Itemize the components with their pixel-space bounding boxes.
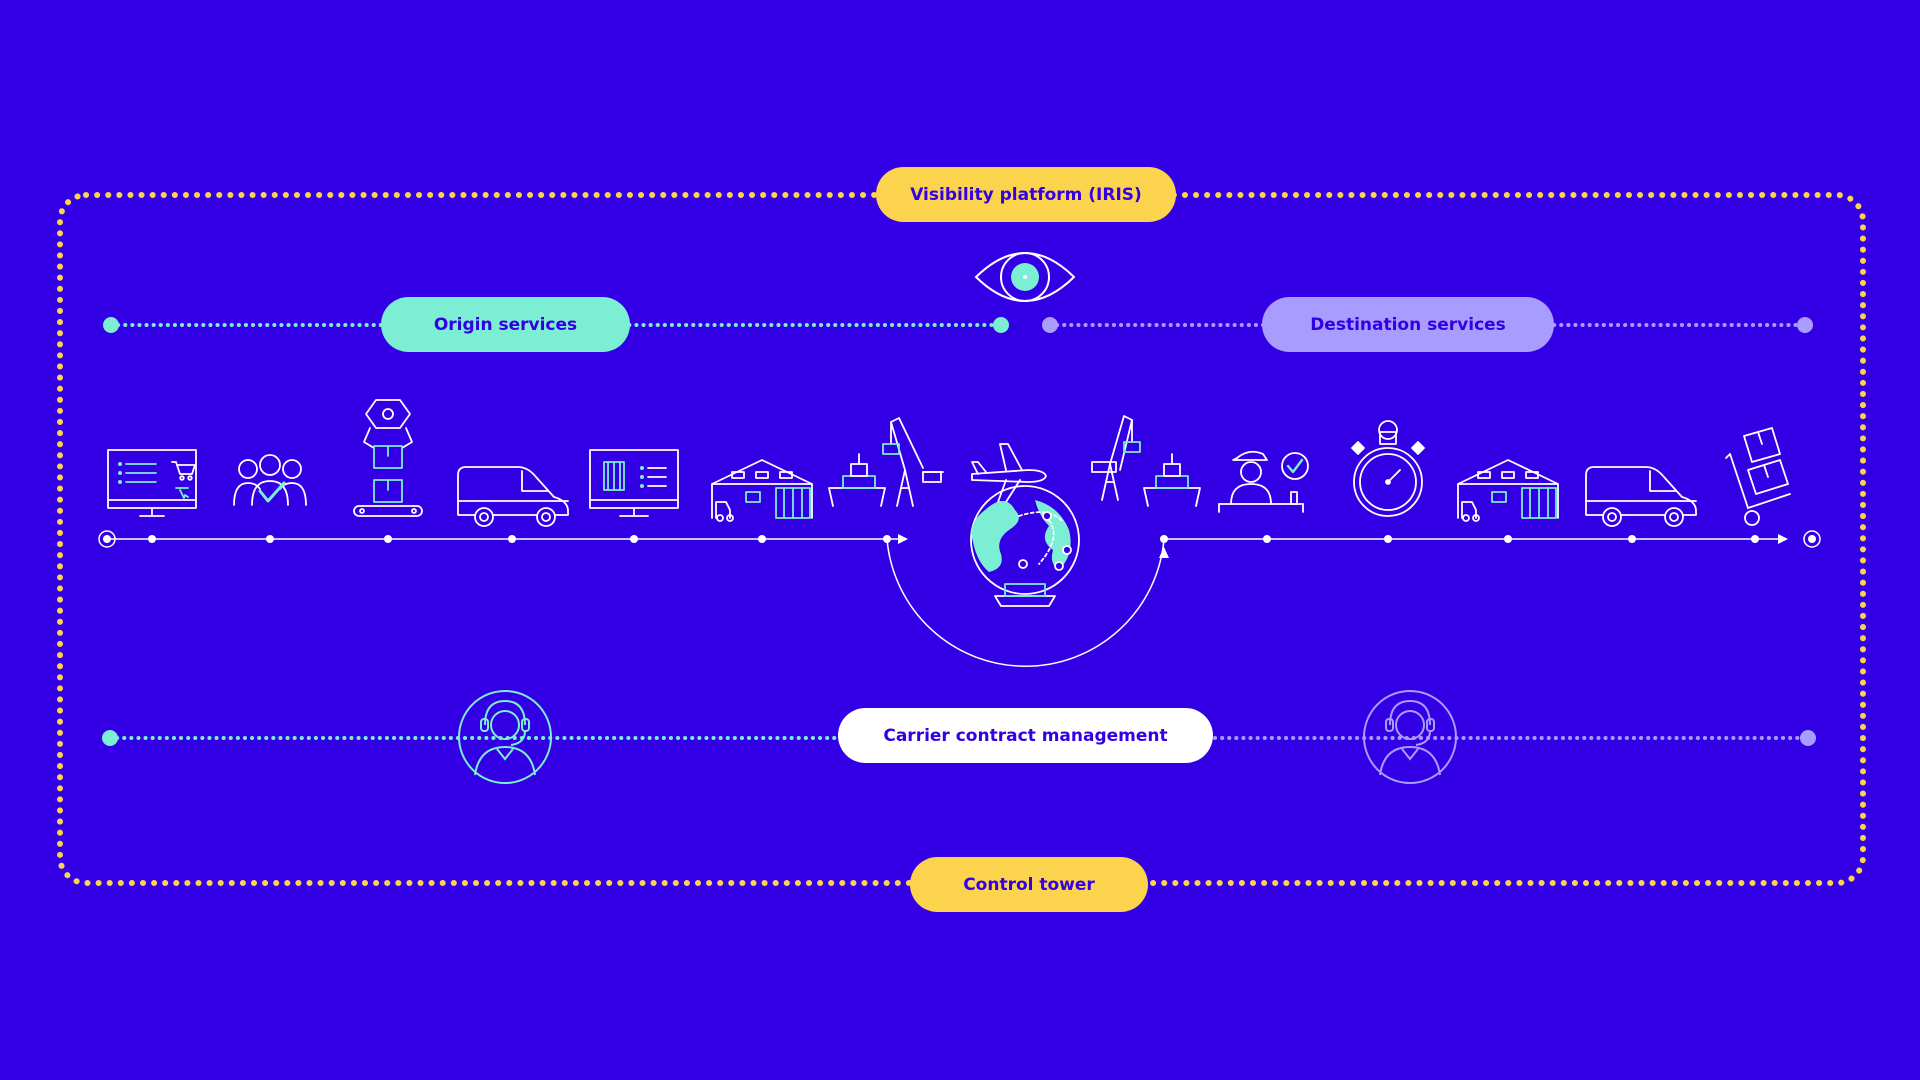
warehouse-icon xyxy=(1457,459,1559,522)
carrier-contract-management-label: Carrier contract management xyxy=(838,708,1213,763)
inventory-monitor-icon xyxy=(589,449,679,517)
online-order-monitor-icon xyxy=(107,449,197,517)
warehouse-icon xyxy=(711,459,813,522)
cargo-ship-crane-icon xyxy=(828,417,944,507)
customer-support-agent-icon xyxy=(1363,690,1457,784)
delivery-van-icon xyxy=(1585,466,1697,527)
visibility-platform-label: Visibility platform (IRIS) xyxy=(876,167,1176,222)
carrier-line-left xyxy=(102,730,838,746)
globe-icon xyxy=(970,485,1080,607)
transit-arc xyxy=(886,538,1169,667)
origin-services-line xyxy=(103,317,1009,333)
stopwatch-icon xyxy=(1351,420,1425,517)
delivery-van-icon xyxy=(457,466,569,527)
destination-services-label: Destination services xyxy=(1262,297,1554,352)
origin-services-label: Origin services xyxy=(381,297,630,352)
customer-support-agent-icon xyxy=(458,690,552,784)
timeline-origin xyxy=(98,530,908,548)
port-crane-ship-icon xyxy=(1091,415,1201,507)
team-approval-icon xyxy=(233,454,307,506)
eye-icon xyxy=(974,252,1076,302)
carrier-line-right xyxy=(1213,730,1816,746)
timeline-destination xyxy=(1160,530,1821,548)
hand-truck-boxes-icon xyxy=(1725,427,1791,526)
control-tower-label: Control tower xyxy=(910,857,1148,912)
customs-officer-icon xyxy=(1218,450,1309,513)
airplane-icon xyxy=(971,443,1047,503)
robotic-arm-packing-icon xyxy=(353,399,423,517)
